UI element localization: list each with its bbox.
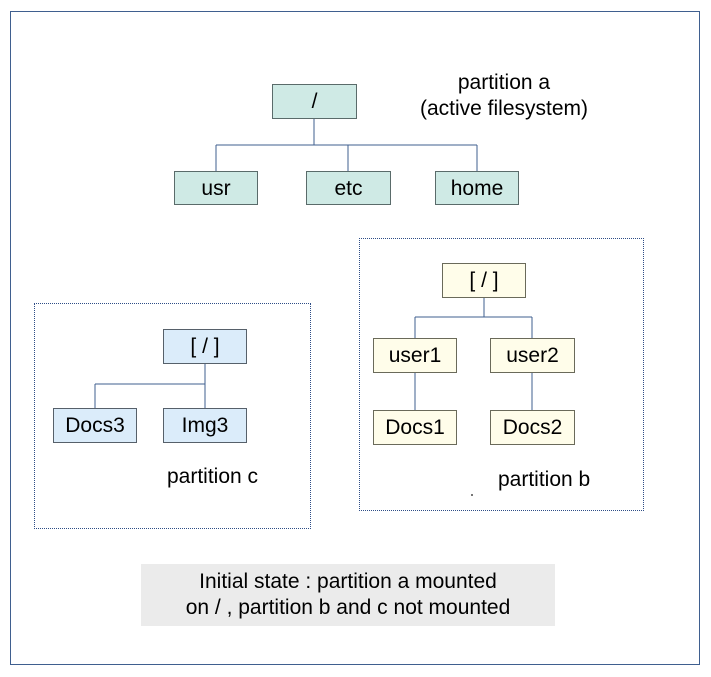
partition-c-region: [34, 303, 311, 529]
partition-a-label-line1: partition a: [457, 71, 551, 94]
docs3-node: Docs3: [53, 408, 137, 443]
partition-c-root-node: [ / ]: [163, 329, 247, 364]
home-node: home: [435, 171, 519, 205]
diagram-frame: [10, 11, 700, 665]
partition-b-root-label: [ / ]: [469, 269, 499, 292]
home-label: home: [450, 176, 504, 200]
partition-a-root-node: /: [272, 84, 357, 119]
user1-label: user1: [388, 344, 442, 367]
usr-node: usr: [174, 171, 258, 205]
usr-label: usr: [201, 176, 231, 200]
user2-label: user2: [506, 344, 559, 367]
docs1-label: Docs1: [385, 416, 445, 439]
stray-dot: [471, 494, 473, 496]
docs3-label: Docs3: [65, 414, 125, 437]
etc-node: etc: [306, 171, 391, 205]
docs2-node: Docs2: [490, 410, 575, 445]
docs1-node: Docs1: [373, 410, 457, 445]
caption-line1: Initial state : partition a mounted: [199, 569, 497, 593]
user1-node: user1: [373, 338, 457, 373]
partition-a-label: partition a (active filesystem): [402, 70, 606, 122]
caption-line2: on / , partition b and c not mounted: [185, 596, 511, 619]
caption-box: Initial state : partition a mounted on /…: [141, 564, 555, 626]
etc-label: etc: [334, 176, 363, 200]
partition-a-root-label: /: [311, 90, 318, 113]
partition-a-label-line2: (active filesystem): [419, 97, 589, 120]
img3-label: Img3: [181, 414, 229, 437]
user2-node: user2: [490, 338, 575, 373]
partition-b-region: [359, 238, 644, 511]
partition-c-root-label: [ / ]: [190, 335, 220, 358]
docs2-label: Docs2: [502, 416, 563, 439]
partition-b-root-node: [ / ]: [442, 263, 526, 298]
partition-b-label: partition b: [498, 468, 591, 491]
img3-node: Img3: [163, 408, 247, 443]
partition-c-label: partition c: [167, 465, 259, 488]
